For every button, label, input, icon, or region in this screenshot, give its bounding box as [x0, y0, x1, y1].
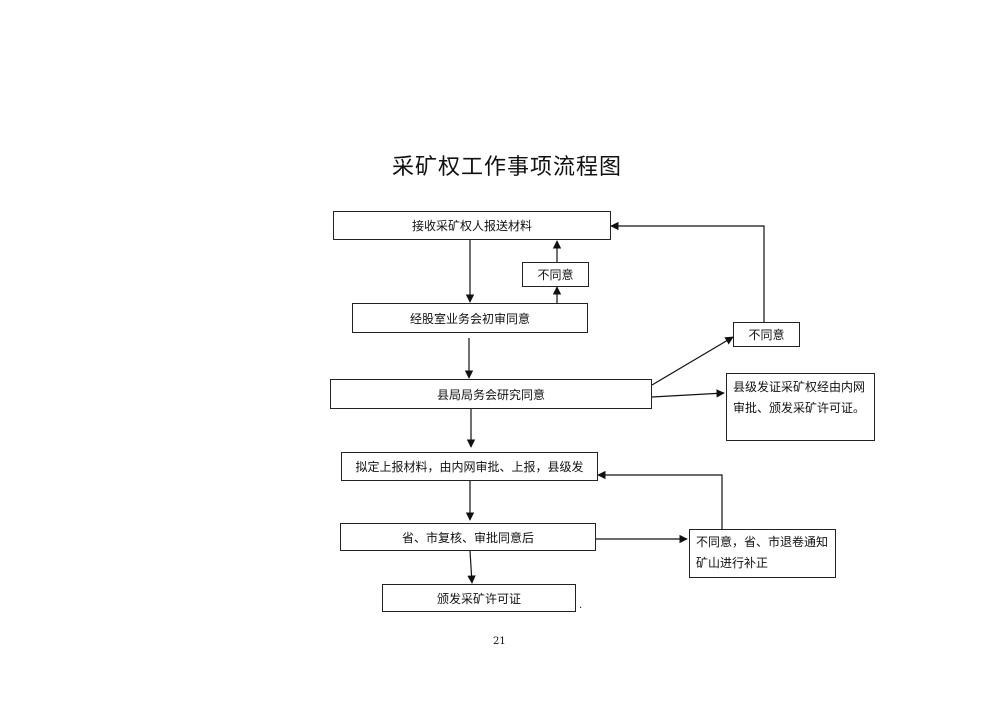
- arrow-county-to-disagree: [651, 336, 734, 386]
- arrow-reject-to-draft: [597, 470, 723, 530]
- node-issue-license: 颁发采矿许可证: [382, 584, 576, 612]
- diagram-title: 采矿权工作事项流程图: [392, 155, 623, 180]
- node-disagree-initial: 不同意: [522, 262, 589, 287]
- node-province-review: 省、市复核、审批同意后: [340, 523, 596, 551]
- arrow-disagree2-to-receive: [610, 221, 765, 322]
- node-county-issue-license: 县级发证采矿权经由内网审批、颁发采矿许可证。: [726, 373, 875, 441]
- page-number: 21: [493, 636, 506, 647]
- node-county-meeting: 县局局务会研究同意: [330, 379, 652, 409]
- node-receive-materials: 接收采矿权人报送材料: [333, 211, 611, 240]
- trailing-mark: .: [579, 600, 583, 611]
- node-initial-review: 经股室业务会初审同意: [352, 303, 588, 333]
- node-disagree-county: 不同意: [733, 322, 800, 347]
- node-draft-report: 拟定上报材料，由内网审批、上报，县级发: [341, 452, 598, 481]
- arrow-province-to-license: [467, 550, 476, 584]
- arrow-county-to-issue: [651, 389, 725, 398]
- node-province-reject: 不同意，省、市退卷通知矿山进行补正: [689, 529, 836, 578]
